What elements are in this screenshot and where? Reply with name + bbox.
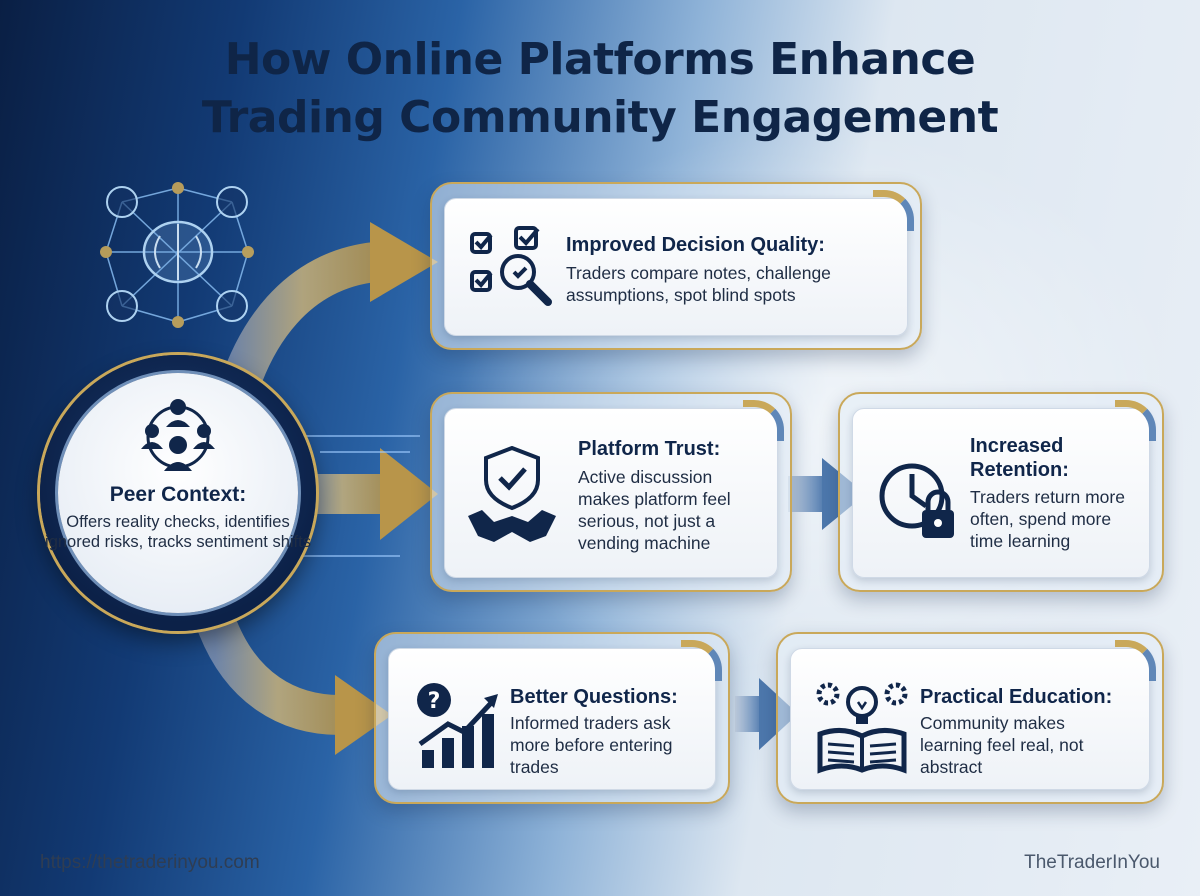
card-decision-quality: Improved Decision Quality: Traders compa… (430, 182, 922, 350)
footer-brand: TheTraderInYou (1024, 852, 1160, 873)
footer-url[interactable]: https://thetraderinyou.com (40, 852, 260, 873)
card-increased-retention-title: Increased Retention: (970, 435, 1069, 481)
card-practical-education-title: Practical Education: (920, 686, 1113, 708)
book-lightbulb-icon (816, 682, 908, 774)
card-better-questions: ? Better Questions: Informed traders ask… (374, 632, 730, 804)
peer-context-description: Offers reality checks, identifies ignore… (45, 513, 311, 551)
card-better-questions-description: Informed traders ask more before enterin… (510, 713, 673, 777)
card-corner-decoration (743, 400, 784, 441)
peer-context-hub: Peer Context: Offers reality checks, ide… (40, 355, 316, 631)
svg-text:?: ? (428, 689, 441, 714)
clock-lock-icon (879, 463, 954, 538)
brain-network-icon (100, 182, 254, 328)
card-increased-retention-description: Traders return more often, spend more ti… (970, 487, 1125, 551)
card-platform-trust-title: Platform Trust: (578, 438, 721, 460)
card-corner-decoration (1115, 640, 1156, 681)
people-network-icon (141, 399, 215, 471)
arrow-to-questions (195, 600, 392, 755)
card-platform-trust-description: Active discussion makes platform feel se… (578, 467, 731, 553)
card-decision-quality-description: Traders compare notes, challenge assumpt… (566, 263, 831, 305)
card-corner-decoration (873, 190, 914, 231)
title-line-1: How Online Platforms Enhance (224, 34, 976, 85)
shield-handshake-icon (468, 446, 556, 542)
card-platform-trust-panel (444, 408, 778, 578)
card-corner-decoration (681, 640, 722, 681)
card-decision-quality-title: Improved Decision Quality: (566, 234, 825, 256)
card-increased-retention-panel (852, 408, 1150, 578)
card-decision-quality-panel (444, 198, 908, 336)
card-corner-decoration (1115, 400, 1156, 441)
peer-context-title: Peer Context: (109, 483, 247, 506)
light-streaks (300, 435, 420, 557)
checklist-magnifier-icon (470, 226, 552, 306)
title-line-2: Trading Community Engagement (201, 92, 999, 143)
card-practical-education: Practical Education: Community makes lea… (776, 632, 1164, 804)
card-platform-trust: Platform Trust: Active discussion makes … (430, 392, 792, 592)
card-practical-education-description: Community makes learning feel real, not … (920, 713, 1084, 777)
card-better-questions-title: Better Questions: (510, 686, 678, 708)
arrow-to-trust (300, 448, 438, 540)
question-chart-icon: ? (417, 683, 498, 768)
card-increased-retention: Increased Retention: Traders return more… (838, 392, 1164, 592)
